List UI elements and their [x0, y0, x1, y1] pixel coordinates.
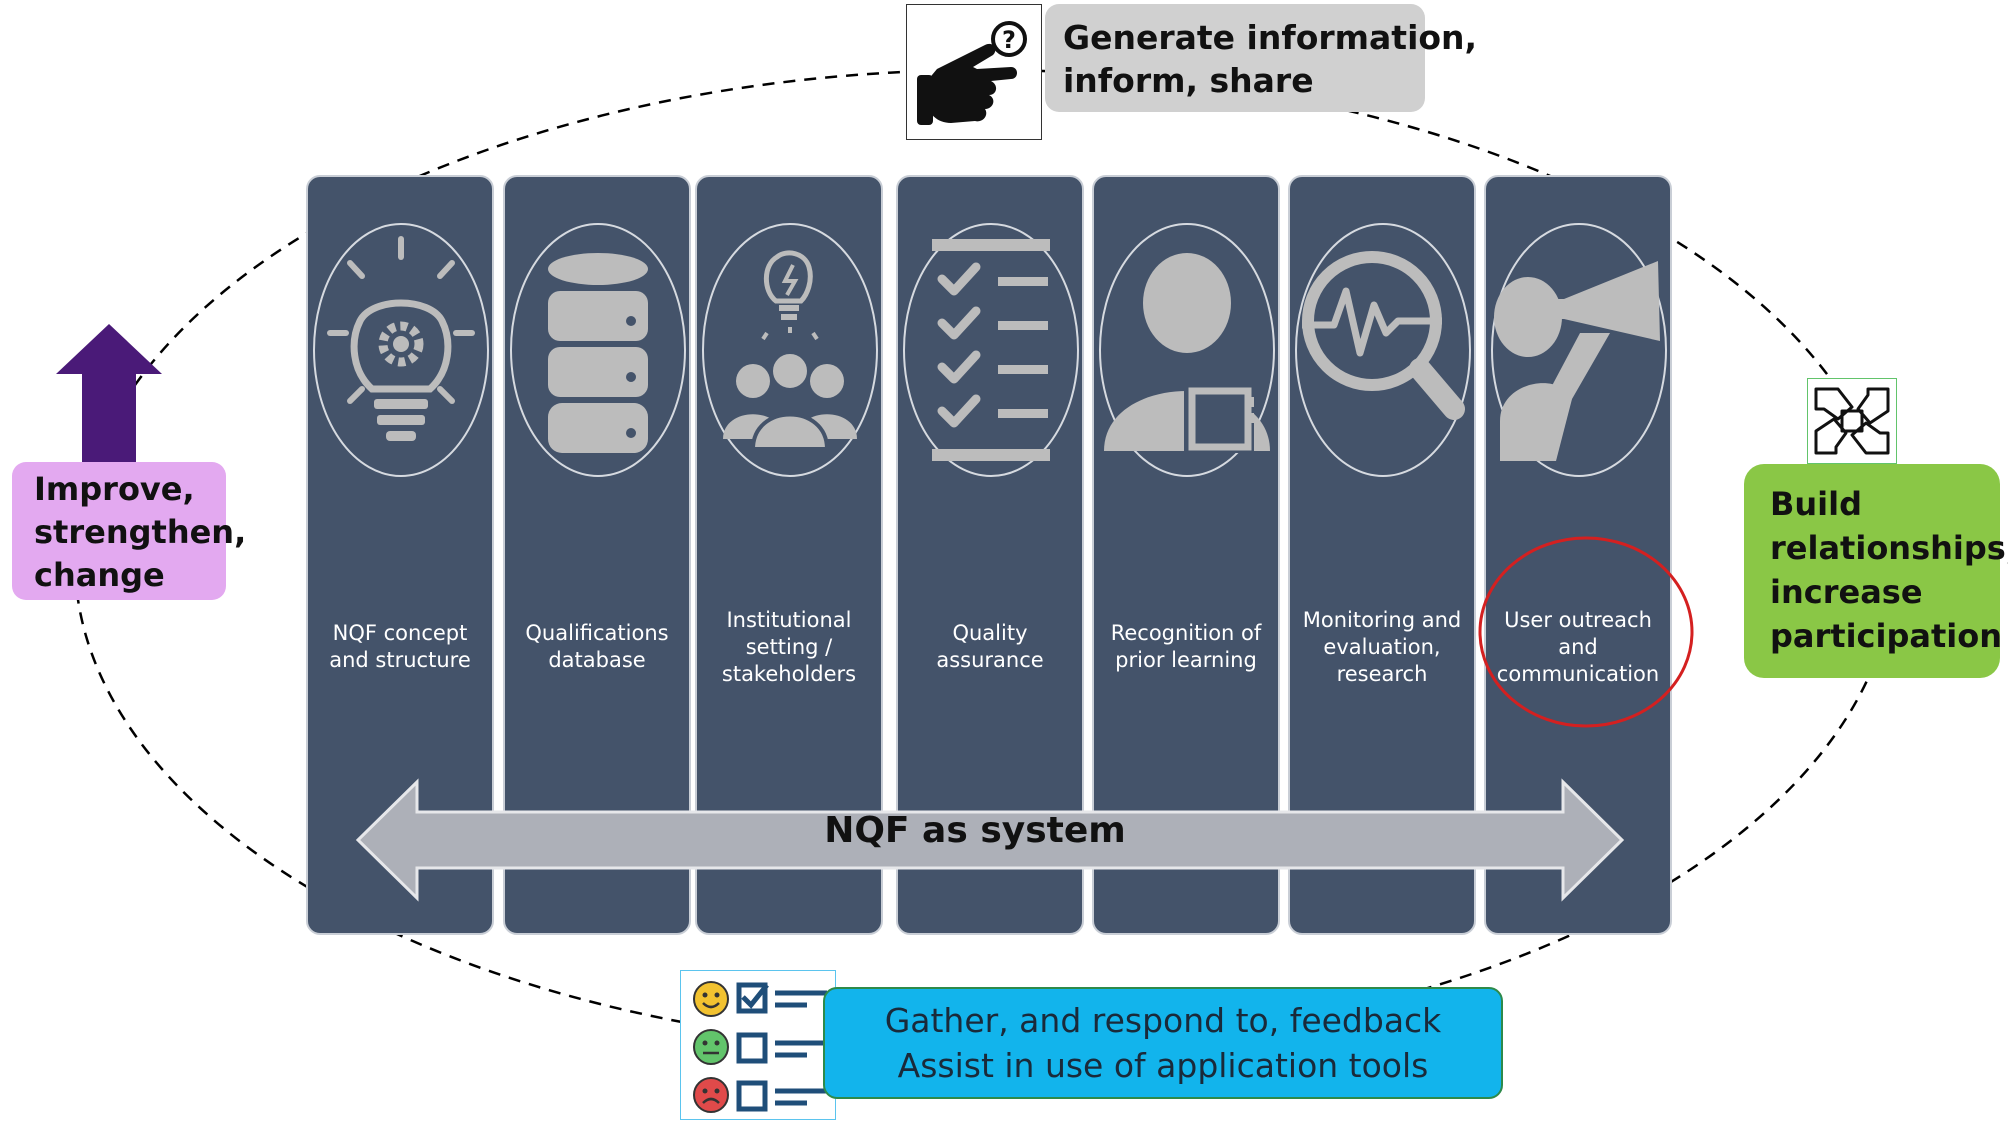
generate-information-box: Generate information, inform, share [1045, 4, 1477, 112]
stakeholders-idea-icon [702, 223, 878, 477]
megaphone-icon [1491, 223, 1667, 477]
lightbulb-gear-icon [313, 223, 489, 477]
joined-hands-icon [1807, 378, 1897, 464]
checklist-icon [903, 223, 1079, 477]
up-arrow-icon [56, 324, 162, 464]
gather-feedback-box: Gather, and respond to, feedback Assist … [823, 987, 1503, 1099]
feedback-survey-icon [680, 970, 836, 1120]
person-certificate-icon [1099, 223, 1275, 477]
database-icon [510, 223, 686, 477]
build-relationships-box: Build relationships, increase participat… [1744, 464, 2008, 678]
system-label: NQF as system [824, 810, 1126, 851]
magnifier-pulse-icon [1295, 223, 1471, 477]
svg-text:?: ? [1002, 26, 1016, 54]
improve-box: Improve, strengthen, change [12, 462, 246, 600]
pointing-hand-question-icon: ? [906, 4, 1042, 140]
